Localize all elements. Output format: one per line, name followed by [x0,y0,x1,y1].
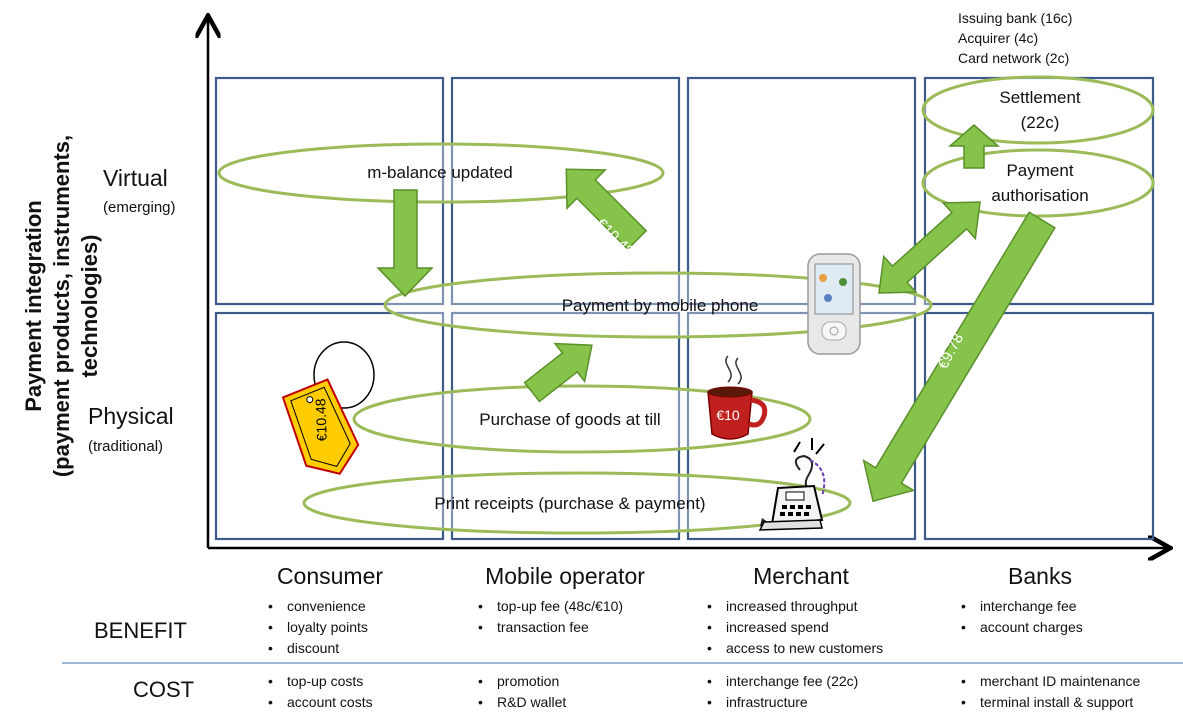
label-purchase: Purchase of goods at till [479,410,661,429]
cost-item: top-up costs [265,671,373,692]
arrow-up-settlement [948,124,1000,169]
cost-item: interchange fee (22c) [704,671,858,692]
label-authorisation-line2: authorisation [991,186,1089,205]
benefit-item: loyalty points [265,617,368,638]
cost-item: account costs [265,692,373,713]
benefit-item: discount [265,638,368,659]
benefits-merchant: increased throughput increased spend acc… [704,596,883,659]
costs-mobile-operator: promotion R&D wallet [475,671,566,713]
label-settlement-line2: (22c) [1020,113,1060,132]
ellipse-mobile-payment [383,271,933,339]
costs-merchant: interchange fee (22c) infrastructure [704,671,858,713]
arrow-purchase-to-mobile [523,342,593,403]
label-receipts: Print receipts (purchase & payment) [434,494,706,513]
label-settlement-line1: Settlement [999,88,1081,107]
ellipse-receipts [302,471,852,535]
cell-consumer-virtual [214,76,445,306]
benefit-item: access to new customers [704,638,883,659]
fee-breakdown: Issuing bank (16c) Acquirer (4c) Card ne… [958,8,1072,68]
fee-issuing-bank: Issuing bank (16c) [958,10,1073,26]
cost-item: infrastructure [704,692,858,713]
ellipse-settlement [921,75,1155,145]
cost-item: R&D wallet [475,692,566,713]
label-m-balance: m-balance updated [367,163,513,182]
arrow-phone-authorisation [878,201,981,294]
y-axis-title: Payment integration (payment products, i… [20,86,102,526]
y-axis-title-line1: Payment integration [21,200,46,412]
column-title-consumer: Consumer [276,563,384,589]
cup-price-text: €10 [716,407,740,423]
benefits-mobile-operator: top-up fee (48c/€10) transaction fee [475,596,623,638]
label-authorisation: Payment authorisation [960,158,1120,208]
row-sub-physical: (traditional) [88,438,164,455]
y-axis-title-line2: (payment products, instruments, technolo… [49,134,102,478]
costs-consumer: top-up costs account costs [265,671,373,713]
fee-acquirer: Acquirer (4c) [958,30,1039,46]
coffee-cup-icon: €10 [707,355,768,440]
benefit-item: convenience [265,596,368,617]
benefit-item: transaction fee [475,617,623,638]
row-sub-virtual: (emerging) [103,199,176,216]
label-settlement: Settlement (22c) [940,85,1140,135]
arrow-bank-transfer [862,211,1056,503]
arrow-down-m-balance [376,189,434,298]
column-title-merchant: Merchant [753,563,849,589]
section-cost: COST [133,677,195,702]
ellipse-m-balance [217,142,665,204]
section-benefit: BENEFIT [94,618,187,643]
ellipse-purchase [352,384,812,454]
price-tag-text: €10.48 [312,398,329,442]
benefit-item: interchange fee [958,596,1083,617]
mobile-phone-icon [807,253,861,355]
costs-banks: merchant ID maintenance terminal install… [958,671,1140,713]
column-title-mobile-operator: Mobile operator [485,563,645,589]
price-tag-icon: €10.48 [281,341,375,475]
label-authorisation-line1: Payment [1006,161,1074,180]
cell-operator-virtual [450,76,681,306]
cell-merchant-virtual [686,76,917,306]
cash-register-icon [758,438,826,531]
row-label-physical: Physical [88,403,174,429]
cost-item: promotion [475,671,566,692]
fee-card-network: Card network (2c) [958,50,1070,66]
cost-item: merchant ID maintenance [958,671,1140,692]
column-title-banks: Banks [1008,563,1072,589]
row-label-virtual: Virtual [103,165,168,191]
cost-item: terminal install & support [958,692,1140,713]
benefit-item: account charges [958,617,1083,638]
cell-consumer-physical [214,311,445,541]
label-mobile-payment: Payment by mobile phone [561,296,759,315]
benefit-item: increased spend [704,617,883,638]
benefits-consumer: convenience loyalty points discount [265,596,368,659]
cell-operator-physical [450,311,681,541]
benefits-banks: interchange fee account charges [958,596,1083,638]
benefit-item: top-up fee (48c/€10) [475,596,623,617]
benefit-item: increased throughput [704,596,883,617]
arrow-top-up [565,168,648,251]
